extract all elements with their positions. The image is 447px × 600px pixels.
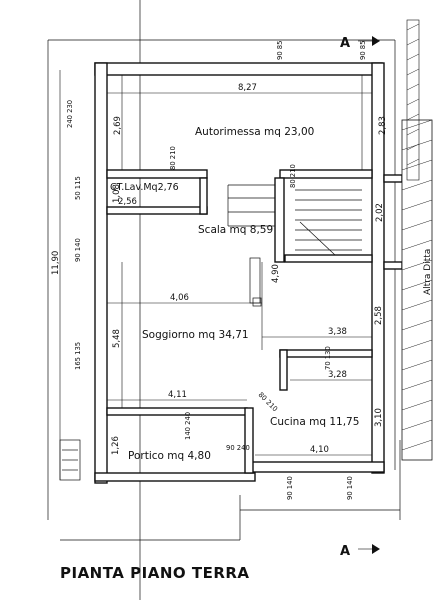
room-soggiorno: Soggiorno mq 34,71 bbox=[142, 329, 249, 341]
opening-left-4: 165 135 bbox=[74, 342, 82, 370]
dimension-lines bbox=[59, 70, 372, 480]
opening-left-3: 90 140 bbox=[74, 238, 82, 262]
section-label-top: A bbox=[340, 36, 350, 51]
opening-top-2: 90 85 bbox=[359, 41, 367, 60]
opening-door-diagonal: 80 210 bbox=[257, 391, 279, 413]
dim-left-garage: 2,69 bbox=[113, 116, 123, 135]
room-portico: Portico mq 4,80 bbox=[128, 450, 211, 462]
dim-right-mid: 2,58 bbox=[374, 306, 384, 325]
dim-338: 3,38 bbox=[328, 327, 347, 337]
dim-left-soggiorno: 5,48 bbox=[112, 329, 122, 348]
section-marker-bottom: A bbox=[340, 544, 380, 559]
reference-lines bbox=[47, 0, 401, 600]
opening-bottom-2: 90 140 bbox=[346, 476, 354, 500]
dim-right-scala: 2,02 bbox=[375, 203, 385, 222]
plan-title: PIANTA PIANO TERRA bbox=[60, 564, 250, 582]
opening-left-1: 240 230 bbox=[66, 100, 74, 128]
dim-portico-height: 1,26 bbox=[111, 436, 121, 455]
dim-ct-height: 1,08 bbox=[112, 184, 122, 203]
opening-top-1: 90 85 bbox=[276, 41, 284, 60]
dim-411: 4,11 bbox=[168, 390, 187, 400]
opening-stair-door: 80 210 bbox=[289, 164, 297, 188]
opening-kitchen-door: 70 130 bbox=[324, 346, 332, 370]
room-ct-lav: CT.Lav.Mq2,76 bbox=[110, 182, 179, 193]
dim-stair-height: 4,90 bbox=[271, 264, 281, 283]
dim-right-cucina: 3,10 bbox=[374, 408, 384, 427]
walls bbox=[94, 62, 403, 484]
dim-ct-width: 2,56 bbox=[118, 197, 137, 207]
room-autorimessa: Autorimessa mq 23,00 bbox=[195, 126, 314, 138]
dim-right-garage: 2,83 bbox=[378, 116, 388, 135]
dim-total-height: 11,90 bbox=[51, 251, 61, 275]
dim-top-width: 8,27 bbox=[238, 83, 257, 93]
opening-left-2: 50 115 bbox=[74, 176, 82, 200]
opening-portico-window: 90 240 bbox=[226, 444, 250, 452]
opening-bottom-1: 90 140 bbox=[286, 476, 294, 500]
room-cucina: Cucina mq 11,75 bbox=[270, 416, 359, 428]
dim-soggiorno-width: 4,06 bbox=[170, 293, 189, 303]
opening-ct-door: 80 210 bbox=[169, 146, 177, 170]
section-label-bottom: A bbox=[340, 544, 350, 559]
section-marker-top: A bbox=[340, 36, 380, 51]
neighbour-hatch bbox=[401, 19, 433, 461]
dim-328: 3,28 bbox=[328, 370, 347, 380]
label-altra-ditta: Altra Ditta bbox=[423, 249, 433, 295]
dim-bottom-cucina: 4,10 bbox=[310, 445, 329, 455]
opening-portico-door: 140 240 bbox=[184, 412, 192, 440]
room-scala: Scala mq 8,59 bbox=[198, 224, 273, 236]
